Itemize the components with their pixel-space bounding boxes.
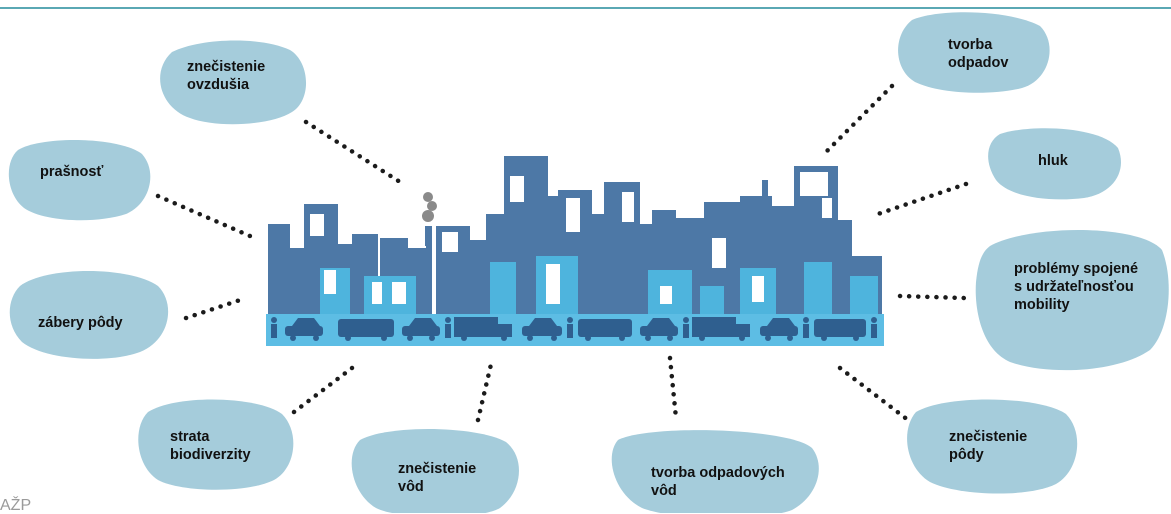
bubble-biodiversity	[138, 399, 294, 490]
bus-icon	[814, 319, 866, 341]
label-waste-generation: tvorba odpadov	[948, 37, 1009, 71]
bubble-water	[351, 428, 519, 513]
connector-mobility	[897, 293, 967, 301]
car-icon	[640, 318, 678, 341]
car-icon	[760, 318, 798, 341]
car-icon	[285, 318, 323, 341]
bubble-waste	[898, 12, 1050, 93]
connector-waste	[823, 83, 895, 155]
bubble-noise	[988, 128, 1121, 200]
bus-icon	[338, 319, 394, 341]
label-water-pollution: znečistenie vôd	[398, 461, 477, 495]
connector-soil	[837, 365, 911, 423]
label-land-take: zábery pôdy	[38, 315, 123, 331]
connector-noise	[875, 181, 969, 217]
connector-dust	[155, 193, 253, 239]
connector-land	[183, 295, 249, 321]
connector-water	[475, 357, 495, 423]
top-rule	[0, 7, 1171, 9]
label-air-pollution: znečistenie ovzdušia	[187, 59, 266, 93]
corner-text-fragment: AŽP	[0, 497, 32, 514]
car-icon	[402, 318, 440, 341]
bubble-wastewater	[611, 430, 819, 513]
bubble-air	[160, 40, 307, 125]
traffic	[271, 317, 877, 341]
person-icon	[683, 317, 689, 338]
dotted-connectors	[155, 83, 969, 423]
label-noise: hluk	[1038, 153, 1068, 169]
person-icon	[445, 317, 451, 338]
bubble-land	[9, 271, 169, 359]
building-windows	[310, 172, 832, 304]
truck-icon	[692, 317, 750, 341]
bubble-soil	[907, 399, 1078, 494]
label-biodiversity-loss: strata biodiverzity	[170, 429, 251, 463]
truck-icon	[454, 317, 512, 341]
person-icon	[803, 317, 809, 338]
label-soil-pollution: znečistenie pôdy	[949, 429, 1028, 463]
person-icon	[567, 317, 573, 338]
label-wastewater-generation: tvorba odpadových vôd	[651, 465, 785, 499]
smoke-icon	[422, 192, 437, 246]
bus-icon	[578, 319, 632, 341]
city-skyline-icon	[266, 156, 884, 346]
car-icon	[522, 318, 562, 341]
bubbles	[8, 12, 1169, 513]
bubble-mobility	[975, 229, 1169, 371]
label-mobility-problems: problémy spojené s udržateľnosťou mobili…	[1014, 261, 1139, 313]
connector-wastewater	[667, 355, 679, 421]
person-icon	[271, 317, 277, 338]
connector-biodiversity	[291, 365, 355, 415]
label-dust: prašnosť	[40, 164, 104, 180]
connector-air	[303, 119, 403, 185]
bubble-dust	[8, 139, 151, 221]
person-icon	[871, 317, 877, 338]
